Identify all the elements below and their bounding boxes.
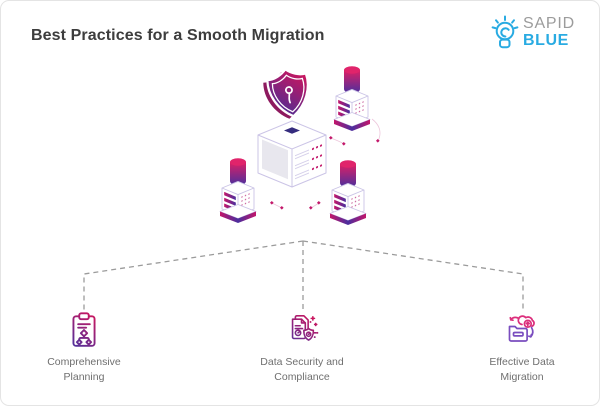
feature-label: Comprehensive Planning xyxy=(47,356,121,384)
feature-label: Effective Data Migration xyxy=(489,356,555,384)
circuit-nodes xyxy=(269,135,380,210)
logo: SAPID BLUE xyxy=(491,14,575,50)
folder-cloud-icon xyxy=(508,315,535,342)
clipboard-flowchart-icon xyxy=(72,312,96,347)
servers-shield-illustration xyxy=(219,65,381,226)
document-shield-icon xyxy=(291,315,319,341)
logo-wordmark: SAPID BLUE xyxy=(522,14,575,49)
feature-data-security-compliance: Data Security and Compliance xyxy=(227,311,377,385)
feature-comprehensive-planning: Comprehensive Planning xyxy=(9,311,159,385)
feature-label: Data Security and Compliance xyxy=(260,356,344,384)
central-server xyxy=(257,120,327,188)
logo-word-bottom: BLUE xyxy=(522,31,569,49)
feature-effective-data-migration: Effective Data Migration xyxy=(447,311,597,385)
lightbulb-icon xyxy=(491,15,519,49)
page-title: Best Practices for a Smooth Migration xyxy=(31,27,325,44)
shield-lock-icon xyxy=(263,67,309,119)
logo-word-top: SAPID xyxy=(522,14,575,32)
